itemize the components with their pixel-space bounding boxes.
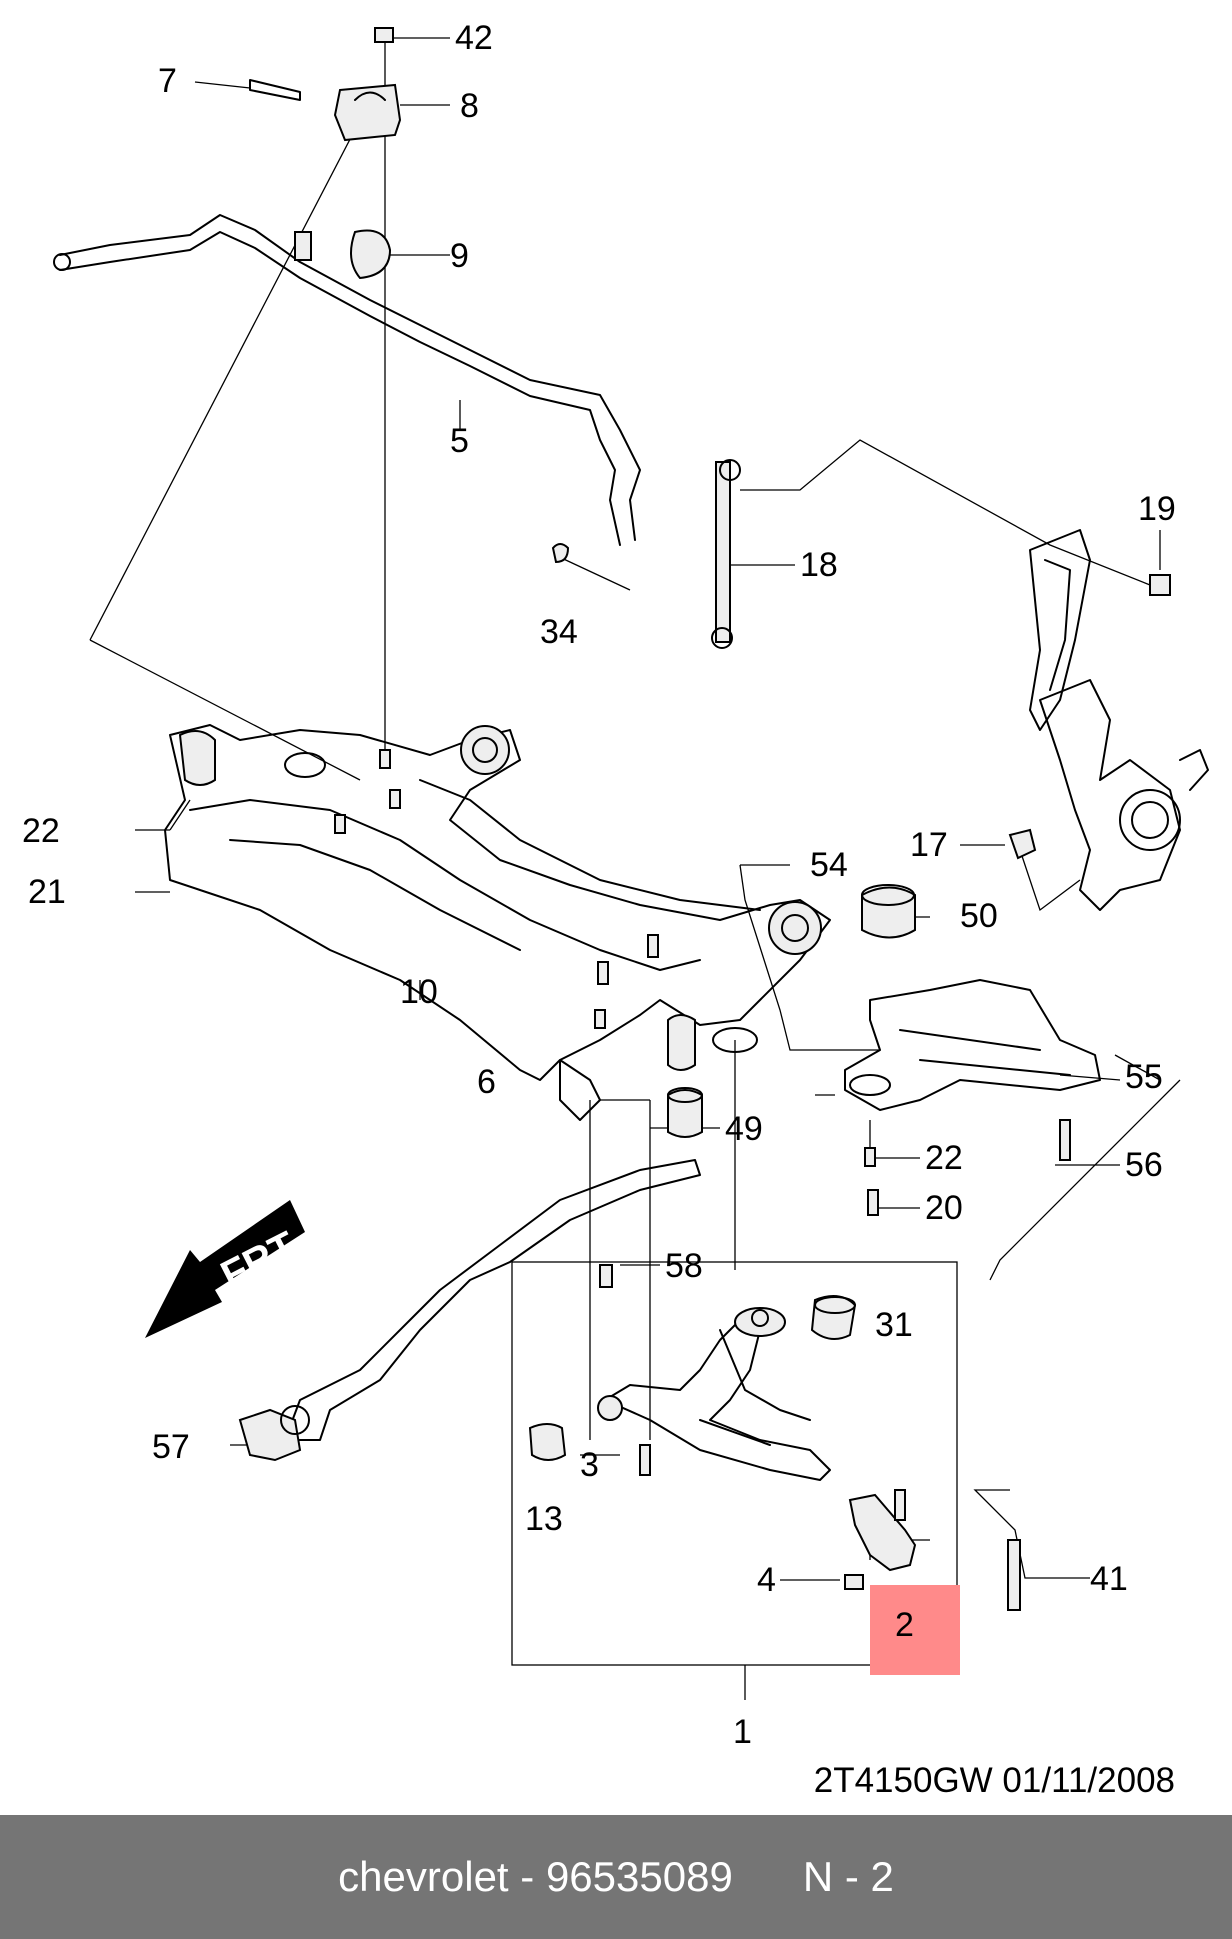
callout-18: 18 [800,546,838,584]
callout-21: 21 [28,873,66,911]
stabilizer-bushing-clamp [249,27,402,280]
callout-34: 34 [540,613,578,651]
callout-1: 1 [733,1713,752,1751]
stabilizer-bar [53,214,641,546]
callout-54: 54 [810,846,848,884]
footer-position-label: N - 2 [802,1853,894,1900]
callout-58: 58 [665,1247,703,1285]
callout-55: 55 [1125,1058,1163,1096]
stabilizer-link [551,459,741,649]
callouts: 7 42 8 9 5 18 19 34 22 21 17 54 50 10 55… [22,19,1176,1751]
crossmember [164,724,831,1121]
callout-2: 2 [895,1606,914,1644]
highlight-part-2 [870,1585,960,1675]
callout-9: 9 [450,237,469,275]
callout-57: 57 [152,1428,190,1466]
callout-7: 7 [158,62,177,100]
footer-bar: chevrolet - 96535089 N - 2 [0,1815,1232,1939]
callout-3: 3 [580,1446,599,1484]
callout-49: 49 [725,1110,763,1148]
callout-22-right: 22 [925,1139,963,1177]
callout-50: 50 [960,897,998,935]
footer-brand: chevrolet [338,1853,509,1900]
callout-41: 41 [1090,1560,1128,1598]
drawing-code: 2T4150GW 01/11/2008 [814,1761,1175,1800]
callout-22-left: 22 [22,812,60,850]
frt-direction-arrow: FRT [145,1200,305,1338]
bushings [667,884,916,1138]
lower-control-arm [528,1295,857,1481]
heat-shield [844,979,1101,1216]
leader-lines [89,37,1181,1700]
brace-57 [238,1159,701,1462]
callout-19: 19 [1138,490,1176,528]
callout-17: 17 [910,826,948,864]
callout-6: 6 [477,1063,496,1101]
callout-42: 42 [455,19,493,57]
parts-diagram: FRT 7 42 8 9 5 18 19 34 22 21 17 54 50 1… [22,19,1209,1800]
callout-13: 13 [525,1500,563,1538]
callout-20: 20 [925,1189,963,1227]
callout-8: 8 [460,87,479,125]
callout-56: 56 [1125,1146,1163,1184]
ball-joint [844,1489,917,1590]
footer-part-number: 96535089 [545,1853,733,1900]
callout-10: 10 [400,973,438,1011]
callout-5: 5 [450,422,469,460]
footer-dash: - [520,1853,535,1900]
callout-31: 31 [875,1306,913,1344]
bolt-41 [1007,1539,1021,1611]
callout-4: 4 [757,1561,776,1599]
steering-knuckle [1008,529,1209,911]
